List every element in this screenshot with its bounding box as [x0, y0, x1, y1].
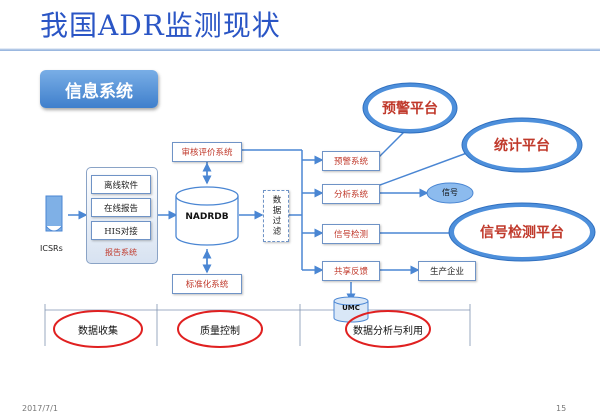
early-warning-system-box: 预警系统 [322, 151, 380, 171]
signal-detection-platform-callout: 信号检测平台 [480, 225, 564, 241]
manufacturer-box: 生产企业 [418, 261, 476, 281]
icsrs-label: ICSRs [40, 244, 63, 253]
title-divider [0, 48, 600, 51]
data-filter-box: 数据过滤 [263, 190, 289, 242]
analysis-system-box: 分析系统 [322, 184, 380, 204]
online-report-box: 在线报告 [91, 198, 151, 217]
review-evaluation-box: 审核评价系统 [172, 142, 242, 162]
statistics-platform-callout: 统计平台 [494, 138, 550, 154]
page-number: 15 [556, 404, 567, 413]
section-label: 信息系统 [40, 70, 158, 108]
slide-title: 我国ADR监测现状 [40, 9, 281, 42]
phase-data-collection: 数据收集 [78, 325, 118, 337]
standardization-box: 标准化系统 [172, 274, 242, 294]
signal-node: 信号 [442, 188, 458, 197]
signal-detection-box: 信号检测 [322, 224, 380, 244]
his-interface-box: HIS对接 [91, 221, 151, 240]
umc-node: UMC [342, 304, 360, 312]
database-label: NADRDB [185, 212, 229, 222]
sharing-feedback-box: 共享反馈 [322, 261, 380, 281]
phase-quality-control: 质量控制 [200, 325, 240, 337]
footer-date: 2017/7/1 [22, 404, 58, 413]
report-system-label: 报告系统 [105, 248, 137, 257]
early-warning-platform-callout: 预警平台 [382, 101, 438, 117]
offline-software-box: 离线软件 [91, 175, 151, 194]
phase-data-analysis: 数据分析与利用 [353, 325, 423, 337]
